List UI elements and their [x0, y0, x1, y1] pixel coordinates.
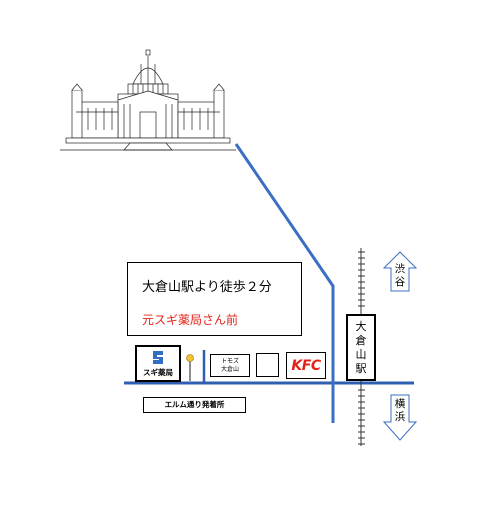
south-arrow-icon: [382, 394, 418, 441]
museum-building-icon: [60, 49, 236, 151]
bus-stop-label-box: エルム通り発着所: [143, 397, 246, 413]
sugi-pharmacy-label: スギ薬局: [143, 368, 173, 377]
walk-time-text: 大倉山駅より徒歩２分: [142, 280, 272, 295]
kfc-logo-text: KFC: [291, 358, 321, 374]
okurayama-station: 大 倉 山 駅: [346, 314, 376, 381]
bus-stop-label: エルム通り発着所: [164, 400, 225, 409]
railway-tracks: [358, 248, 365, 446]
tomoz-label: トモズ 大倉山: [220, 358, 239, 373]
route-line: [234, 143, 335, 423]
sugi-pharmacy-shop: スギ薬局: [135, 345, 181, 382]
direction-yokohama: 横 浜: [394, 398, 406, 423]
former-location-text: 元スギ薬局さん前: [142, 313, 239, 327]
kfc-shop: KFC: [286, 352, 326, 379]
unnamed-shop: [256, 353, 279, 377]
tomoz-shop: トモズ 大倉山: [210, 354, 250, 377]
north-arrow-icon: [382, 251, 418, 292]
access-info-box: 大倉山駅より徒歩２分 元スギ薬局さん前: [127, 262, 302, 336]
station-name: 大 倉 山 駅: [355, 320, 367, 375]
pharmacy-logo-icon: [153, 351, 163, 364]
direction-shibuya: 渋 谷: [394, 263, 406, 288]
bus-stop-pole-icon: [186, 354, 194, 381]
